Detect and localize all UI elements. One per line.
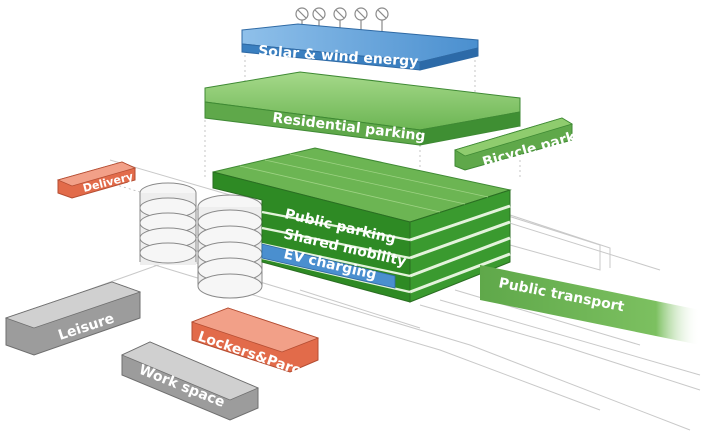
delivery-layer: Delivery <box>56 161 137 199</box>
leisure-box: Leisure <box>4 281 142 356</box>
parking-building: Public parking Shared mobility EV chargi… <box>212 147 512 303</box>
residential-layer: Residential parking <box>204 71 521 146</box>
energy-layer: Solar & wind energy <box>241 23 479 71</box>
public-transport-layer: Public transport <box>480 265 700 345</box>
spiral-ramps <box>139 182 263 299</box>
